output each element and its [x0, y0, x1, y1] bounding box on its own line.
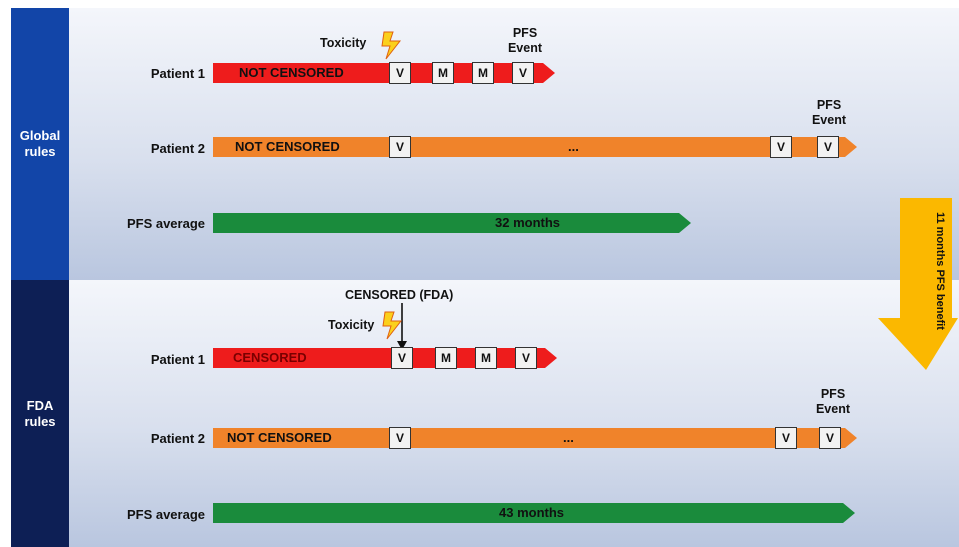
visit-box: V	[817, 136, 839, 158]
global-average-label: PFS average	[126, 216, 205, 231]
visit-box: V	[512, 62, 534, 84]
fda-patient2-arrow: NOT CENSORED ...	[213, 428, 857, 448]
pfs-line1: PFS	[512, 26, 538, 40]
visit-box: V	[389, 136, 411, 158]
fda-p2-pfs-event: PFS Event	[808, 387, 858, 417]
fda-label-line1: FDA	[26, 397, 54, 413]
visit-box: M	[475, 347, 497, 369]
global-p2-pfs-event: PFS Event	[804, 98, 854, 128]
global-label-line1: Global	[19, 128, 61, 143]
lightning-bolt-icon	[381, 31, 402, 60]
visit-box: V	[819, 427, 841, 449]
global-patient2-arrow: NOT CENSORED ...	[213, 137, 857, 157]
fda-p2-ellipsis: ...	[563, 430, 574, 445]
fda-patient1-arrow: CENSORED	[213, 348, 557, 368]
censored-pointer-arrow	[397, 303, 407, 350]
visit-box: V	[770, 136, 792, 158]
global-average-arrow: 32 months	[213, 213, 691, 233]
visit-box: M	[435, 347, 457, 369]
pfs-benefit-arrow	[878, 198, 958, 370]
visit-box: M	[472, 62, 494, 84]
visit-box: V	[391, 347, 413, 369]
fda-patient1-label: Patient 1	[150, 352, 205, 367]
global-patient2-label: Patient 2	[150, 141, 205, 156]
pfs-line2: Event	[815, 402, 851, 416]
pfs-line2: Event	[507, 41, 543, 55]
fda-average-label: PFS average	[126, 507, 205, 522]
fda-average-value: 43 months	[499, 505, 565, 520]
global-p1-toxicity-label: Toxicity	[320, 36, 367, 50]
fda-p1-toxicity-label: Toxicity	[328, 318, 375, 332]
global-average-value: 32 months	[495, 215, 561, 230]
lightning-bolt-icon	[382, 311, 403, 340]
visit-box: V	[775, 427, 797, 449]
global-p1-pfs-event: PFS Event	[500, 26, 550, 56]
visit-box: V	[515, 347, 537, 369]
fda-rules-label: FDA rules	[11, 280, 69, 547]
global-patient1-label: Patient 1	[150, 66, 205, 81]
pfs-line2: Event	[811, 113, 847, 127]
fda-rules-panel	[69, 280, 959, 547]
fda-p1-status: CENSORED	[233, 350, 307, 365]
pfs-line1: PFS	[820, 387, 846, 401]
pfs-line1: PFS	[816, 98, 842, 112]
visit-box: M	[432, 62, 454, 84]
pfs-benefit-label: 11 months PFS benefit	[934, 212, 946, 330]
fda-average-arrow: 43 months	[213, 503, 855, 523]
global-p1-status: NOT CENSORED	[239, 65, 344, 80]
censored-fda-note: CENSORED (FDA)	[345, 288, 454, 302]
fda-label-line2: rules	[24, 413, 56, 429]
global-rules-label: Global rules	[11, 8, 69, 280]
global-patient1-arrow: NOT CENSORED	[213, 63, 555, 83]
visit-box: V	[389, 62, 411, 84]
global-label-line2: rules	[24, 144, 56, 159]
global-p2-ellipsis: ...	[568, 139, 579, 154]
fda-patient2-label: Patient 2	[150, 431, 205, 446]
global-p2-status: NOT CENSORED	[235, 139, 340, 154]
fda-p2-status: NOT CENSORED	[227, 430, 332, 445]
visit-box: V	[389, 427, 411, 449]
